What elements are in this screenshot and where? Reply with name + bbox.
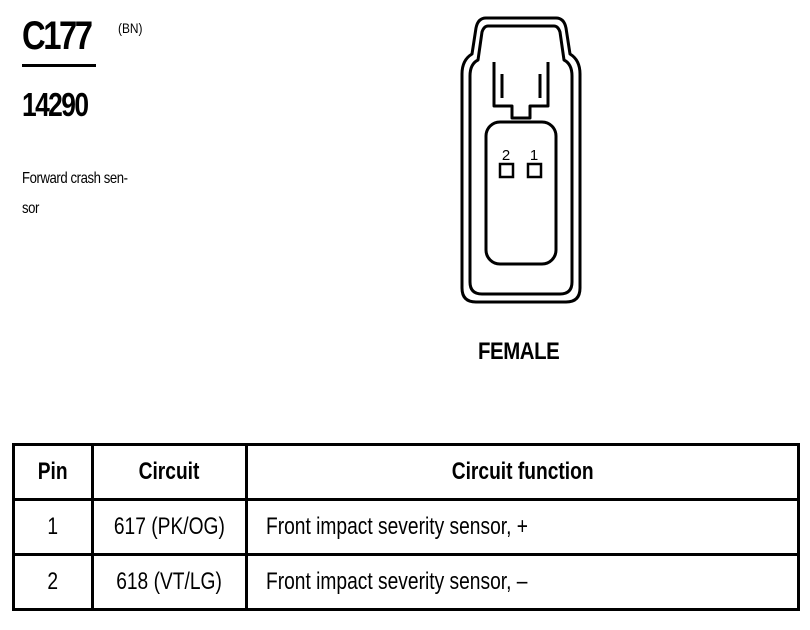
table-header-row: Pin Circuit Circuit function: [12, 443, 800, 501]
description-line-1: Forward crash sen-: [22, 170, 128, 187]
locking-tab-slot: [500, 74, 542, 98]
locking-tab: [492, 62, 550, 120]
connector-id: C177: [22, 14, 93, 58]
header-circuit: Circuit: [91, 443, 248, 501]
connector-gender: FEMALE: [478, 338, 560, 365]
description-line-2: sor: [22, 200, 40, 217]
connector-description: Forward crash sen- sor: [22, 164, 129, 224]
circuit-cell: 617 (PK/OG): [91, 498, 248, 556]
circuit-function-cell: Front impact severity sensor, +: [245, 498, 800, 556]
table-row: 1 617 (PK/OG) Front impact severity sens…: [12, 498, 800, 556]
pin-1-label: 1: [530, 147, 538, 164]
pin-cell: 1: [12, 498, 94, 556]
circuit-function-cell: Front impact severity sensor, –: [245, 553, 800, 611]
id-underline: [22, 64, 96, 67]
pin-2-terminal: [498, 162, 515, 179]
color-code: (BN): [118, 20, 143, 36]
part-number: 14290: [22, 86, 89, 123]
circuit-cell: 618 (VT/LG): [91, 553, 248, 611]
pin-1-terminal: [526, 162, 543, 179]
connector-face-diagram: 2 1: [460, 16, 582, 304]
header-pin: Pin: [12, 443, 94, 501]
pin-2-label: 2: [502, 147, 510, 164]
connector-inner-shell: [468, 24, 574, 296]
header-circuit-function: Circuit function: [245, 443, 800, 501]
pinout-table: Pin Circuit Circuit function 1 617 (PK/O…: [12, 443, 800, 611]
table-row: 2 618 (VT/LG) Front impact severity sens…: [12, 553, 800, 611]
terminal-cavity: [484, 120, 558, 266]
pin-cell: 2: [12, 553, 94, 611]
connector-outer-shell: [460, 16, 582, 304]
